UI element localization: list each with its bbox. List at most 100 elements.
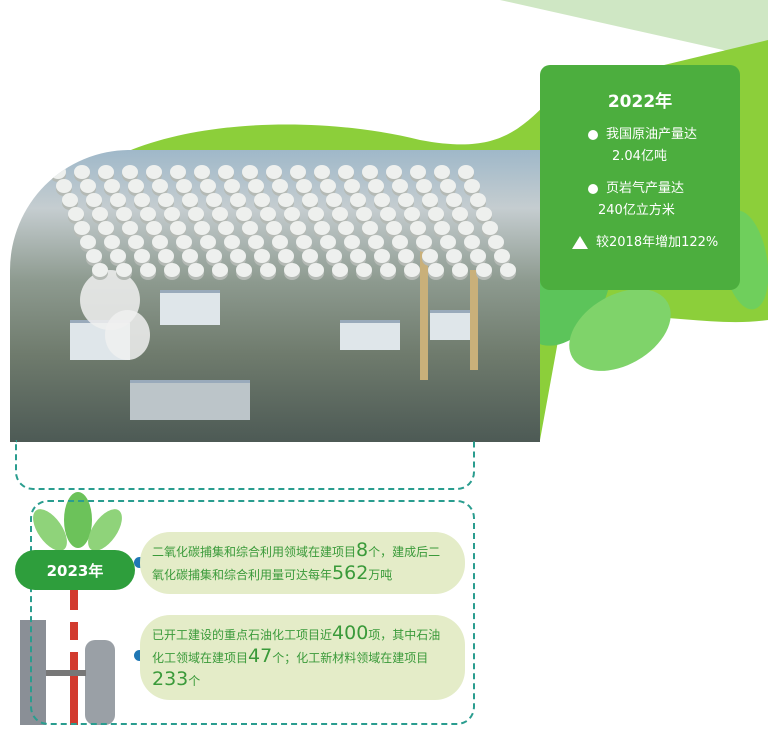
storage-tank (86, 249, 102, 263)
storage-tank (134, 249, 150, 263)
storage-tank (386, 221, 402, 235)
storage-tank (380, 207, 396, 221)
storage-tank (248, 179, 264, 193)
oil-output-label: 我国原油产量达 (606, 127, 698, 142)
storage-tank (464, 235, 480, 249)
storage-tank (260, 207, 276, 221)
storage-tank (308, 263, 324, 277)
storage-tank (362, 165, 378, 179)
storage-tank (98, 165, 114, 179)
storage-tank (74, 165, 90, 179)
text: 个 (188, 674, 201, 688)
storage-tank (476, 263, 492, 277)
storage-tank (368, 179, 384, 193)
ccus-card: 二氧化碳捕集和综合利用领域在建项目8个，建成后二氧化碳捕集和综合利用量可达每年5… (140, 532, 465, 594)
petrochemical-plant-photo (10, 150, 540, 442)
storage-tank (122, 221, 138, 235)
storage-tank (206, 249, 222, 263)
storage-tank (110, 249, 126, 263)
bullet-icon (134, 557, 145, 568)
storage-tank (242, 221, 258, 235)
storage-tank (470, 193, 486, 207)
storage-tank (80, 179, 96, 193)
storage-tank (482, 221, 498, 235)
storage-tank (128, 179, 144, 193)
storage-tank (404, 263, 420, 277)
storage-tank (326, 249, 342, 263)
storage-tank (110, 193, 126, 207)
storage-tank (398, 193, 414, 207)
storage-tank (302, 249, 318, 263)
storage-tank (230, 249, 246, 263)
storage-tank (392, 179, 408, 193)
storage-tank (368, 235, 384, 249)
storage-tank (260, 263, 276, 277)
storage-tank (440, 179, 456, 193)
year-2022-heading: 2022年 (607, 92, 673, 112)
storage-tank (116, 207, 132, 221)
storage-tank (308, 207, 324, 221)
storage-tank (434, 165, 450, 179)
storage-tank (416, 179, 432, 193)
storage-tank (284, 207, 300, 221)
storage-tank (428, 263, 444, 277)
bullet-icon (588, 129, 598, 140)
storage-tank (104, 235, 120, 249)
storage-tank (476, 207, 492, 221)
number: 8 (356, 539, 369, 561)
storage-tank (266, 221, 282, 235)
storage-tank (194, 165, 210, 179)
dashed-frame-top (15, 440, 475, 490)
stats-2022-panel: 2022年 我国原油产量达 2.04亿吨 页岩气产量达 240亿立方米 较201… (540, 65, 740, 290)
storage-tank (314, 221, 330, 235)
storage-tank (410, 221, 426, 235)
text: 项，其中石油化工领域在建项目 (152, 628, 441, 665)
storage-tank (464, 179, 480, 193)
storage-tank (296, 179, 312, 193)
storage-tank (290, 221, 306, 235)
storage-tank (374, 193, 390, 207)
number: 562 (332, 562, 369, 584)
dashed-frame-2023 (30, 500, 475, 725)
oil-output-value: 2.04亿吨 (612, 149, 667, 164)
storage-tank (440, 235, 456, 249)
storage-tank (254, 249, 270, 263)
storage-tank (176, 179, 192, 193)
storage-tank (272, 235, 288, 249)
storage-tank (278, 249, 294, 263)
storage-tank (74, 221, 90, 235)
storage-tank (152, 235, 168, 249)
storage-tank (92, 263, 108, 277)
storage-tank (422, 249, 438, 263)
shale-gas-label: 页岩气产量达 (606, 181, 685, 196)
storage-tank (164, 207, 180, 221)
storage-tank (458, 165, 474, 179)
storage-tank (392, 235, 408, 249)
storage-tank (374, 249, 390, 263)
storage-tank (404, 207, 420, 221)
storage-tank (170, 165, 186, 179)
storage-tank (212, 207, 228, 221)
storage-tank (242, 165, 258, 179)
storage-tank (50, 165, 66, 179)
text: 个；化工新材料领域在建项目 (272, 651, 429, 665)
storage-tank (62, 193, 78, 207)
storage-tank (434, 221, 450, 235)
storage-tank (218, 165, 234, 179)
storage-tank (98, 221, 114, 235)
storage-tank (164, 263, 180, 277)
storage-tank (200, 235, 216, 249)
storage-tank (320, 179, 336, 193)
storage-tank (362, 221, 378, 235)
storage-tank (224, 235, 240, 249)
storage-tank (188, 207, 204, 221)
bullet-icon (588, 183, 598, 194)
storage-tank (182, 193, 198, 207)
storage-tank (182, 249, 198, 263)
storage-tank (494, 249, 510, 263)
storage-tank (248, 235, 264, 249)
storage-tank (236, 263, 252, 277)
number: 233 (152, 668, 189, 690)
year-2023-badge: 2023年 (15, 550, 135, 590)
storage-tank (380, 263, 396, 277)
